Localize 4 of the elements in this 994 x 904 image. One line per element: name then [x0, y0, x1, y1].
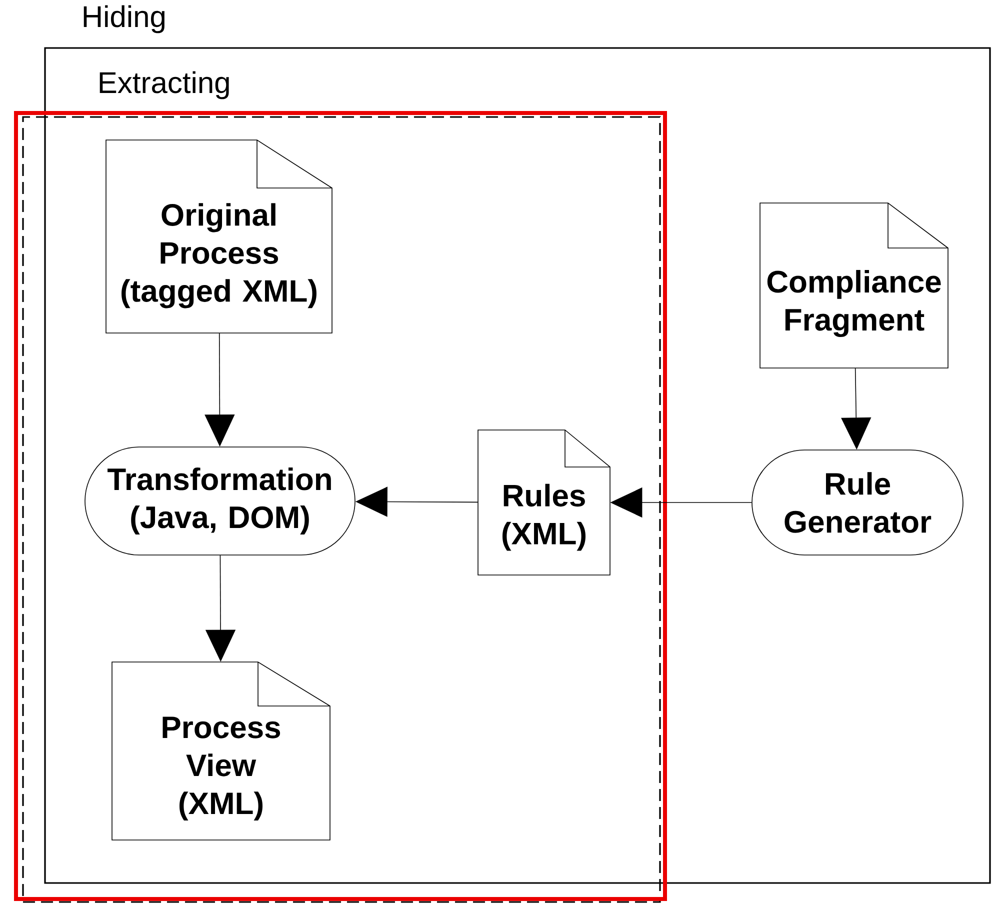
process-pill: Rule Generator: [752, 450, 964, 556]
node-label: Extracting: [100, 71, 229, 100]
process-pill: Transformation (Java, DOM): [84, 446, 356, 556]
node-label: Hiding: [84, 5, 164, 34]
